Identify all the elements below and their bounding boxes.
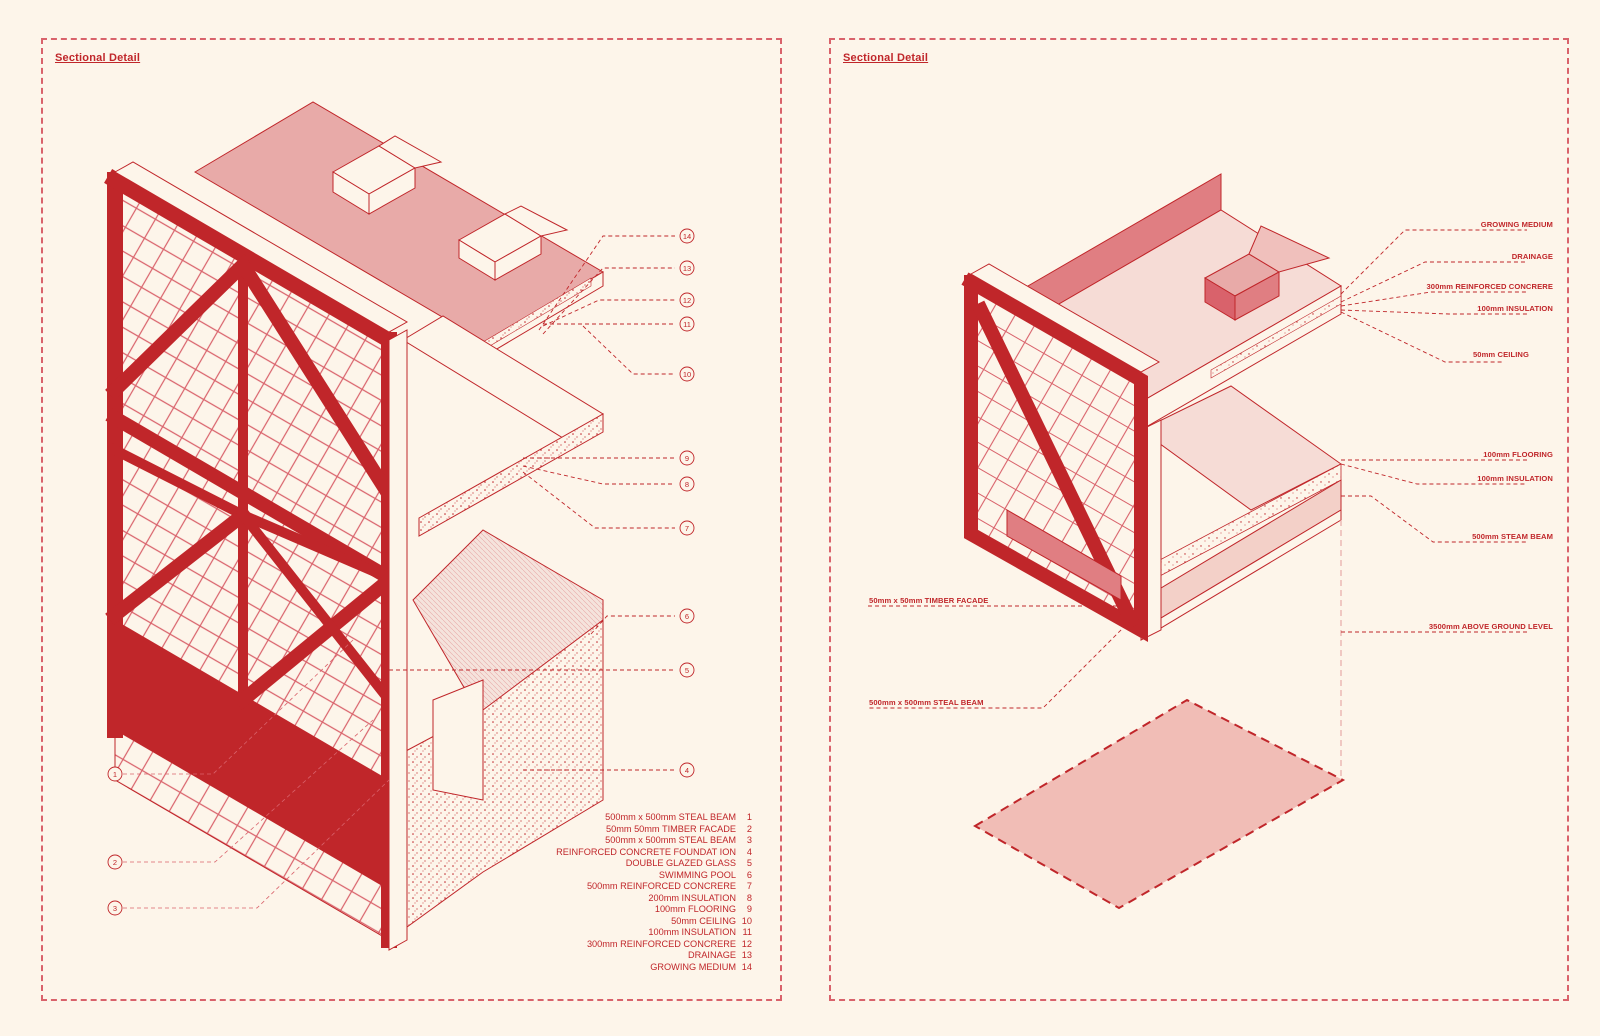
label-flooring: 100mm FLOORING xyxy=(1483,450,1553,459)
roof-planter xyxy=(1203,225,1331,321)
callout-3 xyxy=(107,900,123,916)
callout-5-text: 5 xyxy=(685,666,689,675)
callout-5 xyxy=(679,662,695,678)
label-insulation-mid: 100mm INSULATION xyxy=(1477,474,1553,483)
right-axonometric-drawing xyxy=(867,173,1527,910)
callout-14-text: 14 xyxy=(683,232,691,241)
label-timber-facade: 50mm x 50mm TIMBER FACADE xyxy=(869,596,989,605)
callout-9 xyxy=(679,450,695,466)
callout-12-text: 12 xyxy=(683,296,691,305)
red-base-wall xyxy=(115,620,389,890)
callout-11-text: 11 xyxy=(683,320,691,329)
left-panel-title: Sectional Detail xyxy=(55,52,141,64)
label-drainage: DRAINAGE xyxy=(1511,252,1553,261)
right-panel-title: Sectional Detail xyxy=(843,52,929,64)
roof-planter-2 xyxy=(458,205,569,281)
left-sectional-panel: Sectional Detail xyxy=(41,38,782,1001)
callout-10 xyxy=(679,366,695,382)
callout-1-text: 1 xyxy=(113,770,117,779)
callout-12 xyxy=(679,292,695,308)
label-ceiling: 50mm CEILING xyxy=(1472,350,1529,359)
callout-leaders xyxy=(389,235,675,771)
callout-bubbles xyxy=(107,228,695,916)
left-axonometric-drawing: 14 13 12 11 10 9 8 7 6 5 4 1 2 3 xyxy=(104,101,695,951)
roof-planter-1 xyxy=(332,135,443,215)
callout-8 xyxy=(679,476,695,492)
label-growing-medium: GROWING MEDIUM xyxy=(1480,220,1553,229)
callout-6 xyxy=(679,608,695,624)
callout-8-text: 8 xyxy=(685,480,689,489)
label-leaders xyxy=(867,229,1527,709)
callout-13 xyxy=(679,260,695,276)
callout-6-text: 6 xyxy=(685,612,689,621)
label-insulation-top: 100mm INSULATION xyxy=(1477,304,1553,313)
callout-3-text: 3 xyxy=(113,904,117,913)
callout-leaders-left xyxy=(123,639,390,909)
callout-4-text: 4 xyxy=(685,766,689,775)
label-steam-beam: 500mm STEAM BEAM xyxy=(1472,532,1553,541)
callout-14 xyxy=(679,228,695,244)
callout-4 xyxy=(679,762,695,778)
callout-7-text: 7 xyxy=(685,524,689,533)
ground-footprint xyxy=(973,698,1346,910)
callout-13-text: 13 xyxy=(683,264,691,273)
callout-2 xyxy=(107,854,123,870)
callout-7 xyxy=(679,520,695,536)
label-steal-beam: 500mm x 500mm STEAL BEAM xyxy=(869,698,984,707)
label-reinforced-concrete: 300mm REINFORCED CONCRERE xyxy=(1426,282,1553,291)
right-sectional-panel: Sectional Detail xyxy=(829,38,1569,1001)
callout-9-text: 9 xyxy=(685,454,689,463)
callout-1 xyxy=(107,766,123,782)
callout-11 xyxy=(679,316,695,332)
callout-10-text: 10 xyxy=(683,370,691,379)
label-ground-level: 3500mm ABOVE GROUND LEVEL xyxy=(1428,622,1553,631)
callout-2-text: 2 xyxy=(113,858,117,867)
